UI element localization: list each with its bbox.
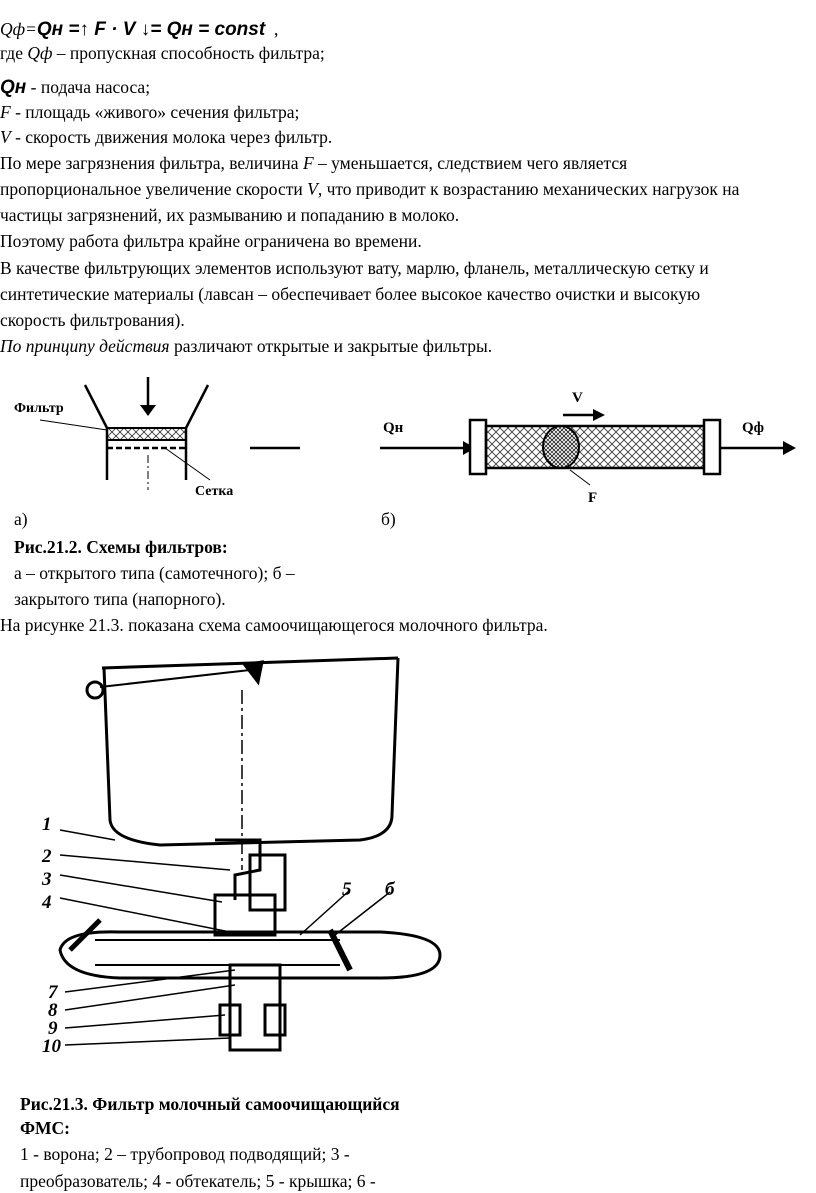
paragraph-line: скорость фильтрования).	[0, 310, 185, 330]
figure-caption-title: Рис.21.3. Фильтр молочный самоочищающийс…	[20, 1094, 400, 1114]
text-run: пропорциональное увеличение скорости	[0, 179, 308, 199]
text-run: V	[307, 179, 318, 199]
label-v: V	[572, 390, 583, 406]
figure-caption: а – открытого типа (самотечного); б –	[14, 563, 295, 583]
part-label: 2	[41, 846, 52, 867]
def-text: - скорость движения молока через фильтр.	[10, 127, 333, 147]
label-filter: Фильтр	[14, 401, 64, 416]
figure-caption: закрытого типа (напорного).	[14, 589, 226, 609]
def-symbol: V	[0, 127, 11, 147]
definition-f: F - площадь «живого» сечения фильтра;	[0, 101, 299, 123]
subfigure-b: б)	[381, 509, 396, 529]
label-mesh: Сетка	[195, 484, 233, 499]
def-symbol: F	[0, 102, 11, 122]
figure-caption: преобразователь; 4 - обтекатель; 5 - кры…	[20, 1171, 376, 1191]
paragraph-line: пропорциональное увеличение скорости V, …	[0, 178, 739, 200]
label-f: F	[588, 490, 597, 506]
paragraph-line: На рисунке 21.3. показана схема самоочищ…	[0, 615, 548, 635]
part-label: 9	[48, 1018, 58, 1039]
definition-v: V - скорость движения молока через фильт…	[0, 126, 332, 148]
paragraph-line: По мере загрязнения фильтра, величина F …	[0, 152, 627, 174]
paragraph-line: частицы загрязнений, их размыванию и поп…	[0, 205, 460, 225]
def-symbol: Qн	[0, 77, 27, 98]
text-run: различают открытые и закрытые фильтры.	[169, 336, 493, 356]
text-run: По принципу действия	[0, 336, 170, 356]
figure-caption: 1 - ворона; 2 – трубопровод подводящий; …	[20, 1144, 350, 1164]
def-text: - площадь «живого» сечения фильтра;	[10, 102, 300, 122]
paragraph-line: Поэтому работа фильтра крайне ограничена…	[0, 231, 422, 251]
text-run: По мере загрязнения фильтра, величина	[0, 153, 303, 173]
paragraph-line: По принципу действия различают открытые …	[0, 335, 492, 357]
part-label: 4	[41, 892, 52, 913]
subfigure-a: а)	[14, 509, 28, 529]
figure-21-3-self-cleaning-filter: 1 2 3 4 5 б 7 8 9 10	[41, 656, 442, 1057]
label-qn: Qн	[383, 420, 404, 436]
formula-lhs: Qф=	[0, 19, 37, 39]
part-label: 1	[42, 814, 52, 835]
def-pre: где	[0, 43, 28, 63]
formula-rhs: Qн =↑ F · V ↓= Qн = const	[36, 19, 266, 40]
label-qf: Qф	[742, 420, 764, 436]
def-symbol: Qф	[27, 43, 53, 63]
formula-comma: ,	[273, 19, 279, 39]
part-label: 3	[41, 869, 52, 890]
text-run: – уменьшается, следствием чего является	[313, 153, 628, 173]
part-label: 8	[48, 1000, 58, 1021]
figure-caption-title: ФМС:	[20, 1118, 71, 1138]
figure-21-2-open-filter: Фильтр Сетка Qн V Qф F	[14, 377, 796, 506]
formula: Qф=Qн =↑ F · V ↓= Qн = const ,	[0, 18, 278, 41]
text-run: , что приводит к возрастанию механически…	[317, 179, 740, 199]
part-label: б	[385, 879, 396, 900]
paragraph-line: В качестве фильтрующих элементов использ…	[0, 258, 709, 278]
figure-caption-title: Рис.21.2. Схемы фильтров:	[14, 537, 228, 557]
part-label: 7	[48, 982, 59, 1003]
def-text: - подача насоса;	[26, 77, 151, 97]
text-run: F	[302, 153, 314, 173]
part-label: 5	[342, 879, 352, 900]
paragraph-line: синтетические материалы (лавсан – обеспе…	[0, 284, 701, 304]
part-label: 10	[42, 1036, 62, 1057]
definition-qf: где Qф – пропускная способность фильтра;	[0, 42, 325, 64]
def-text: – пропускная способность фильтра;	[52, 43, 325, 63]
definition-qn: Qн - подача насоса;	[0, 76, 150, 99]
